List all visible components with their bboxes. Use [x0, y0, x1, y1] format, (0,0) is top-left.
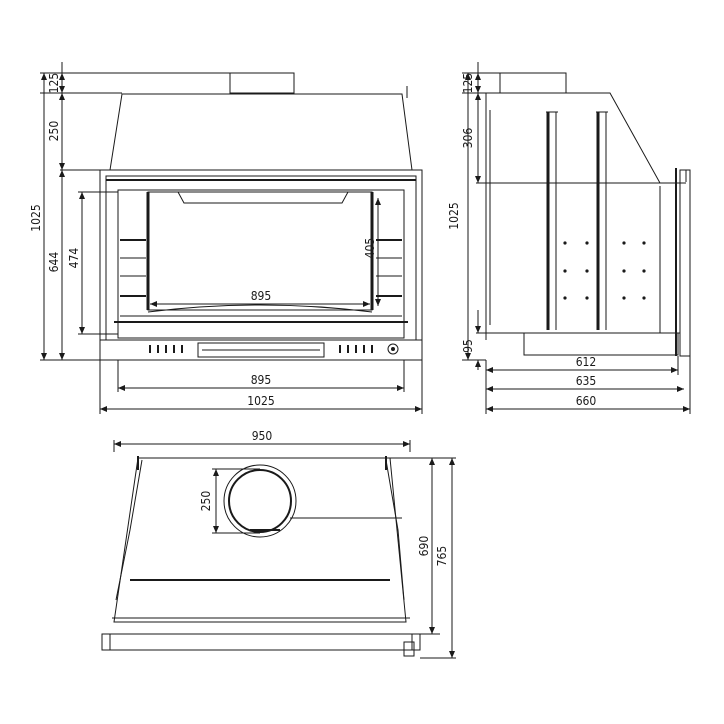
front-dim-hood: 250: [47, 121, 61, 142]
side-view: 125 306 1025 95 612 635 660: [447, 62, 691, 414]
ash-drawer: [197, 342, 325, 358]
side-dim-hood: 306: [461, 128, 475, 149]
side-dim-base: 95: [461, 339, 475, 353]
top-hood-outline: [113, 457, 407, 623]
vent-slots-left: [149, 345, 183, 353]
side-front-frame: [679, 169, 691, 357]
front-dim-total-height: 1025: [29, 204, 43, 231]
top-dim-depth-outer: 765: [435, 546, 449, 567]
vent-slots-right: [339, 345, 373, 353]
side-flue-collar: [499, 72, 567, 94]
front-body: [99, 169, 423, 361]
front-hood: [109, 93, 413, 171]
baffle-plate: [177, 191, 349, 204]
side-dim-total-height: 1025: [447, 202, 461, 229]
top-dim-flue-diameter: 250: [199, 491, 213, 512]
front-dim-outer-width: 1025: [247, 394, 274, 408]
side-vent-dots: [563, 241, 646, 300]
top-view: 950 250 690 765: [101, 429, 456, 659]
air-control-knob: [387, 343, 399, 355]
side-body: [485, 182, 681, 334]
front-view: 125 250 1025 644 474 405 895 895 1025: [29, 62, 423, 414]
side-dim-flue: 125: [461, 73, 475, 94]
side-dim-depth-a: 612: [576, 355, 597, 369]
front-dim-flue: 125: [47, 73, 61, 94]
top-dim-width: 950: [252, 429, 273, 443]
top-flue-collar: [223, 464, 297, 538]
front-dim-body-height: 644: [47, 252, 61, 273]
front-dim-opening-height: 474: [67, 248, 81, 269]
side-dim-depth-b: 635: [576, 374, 597, 388]
front-dim-inner-width: 895: [251, 289, 272, 303]
front-dim-glass-height: 405: [363, 238, 377, 259]
front-dim-outer-width-inner: 895: [251, 373, 272, 387]
grate: [147, 304, 373, 313]
side-hood: [485, 92, 661, 184]
side-dim-depth-c: 660: [576, 394, 597, 408]
side-base: [523, 332, 679, 356]
front-flue-collar: [229, 72, 295, 94]
top-dim-depth-inner: 690: [417, 536, 431, 557]
top-front-plate: [101, 633, 421, 651]
